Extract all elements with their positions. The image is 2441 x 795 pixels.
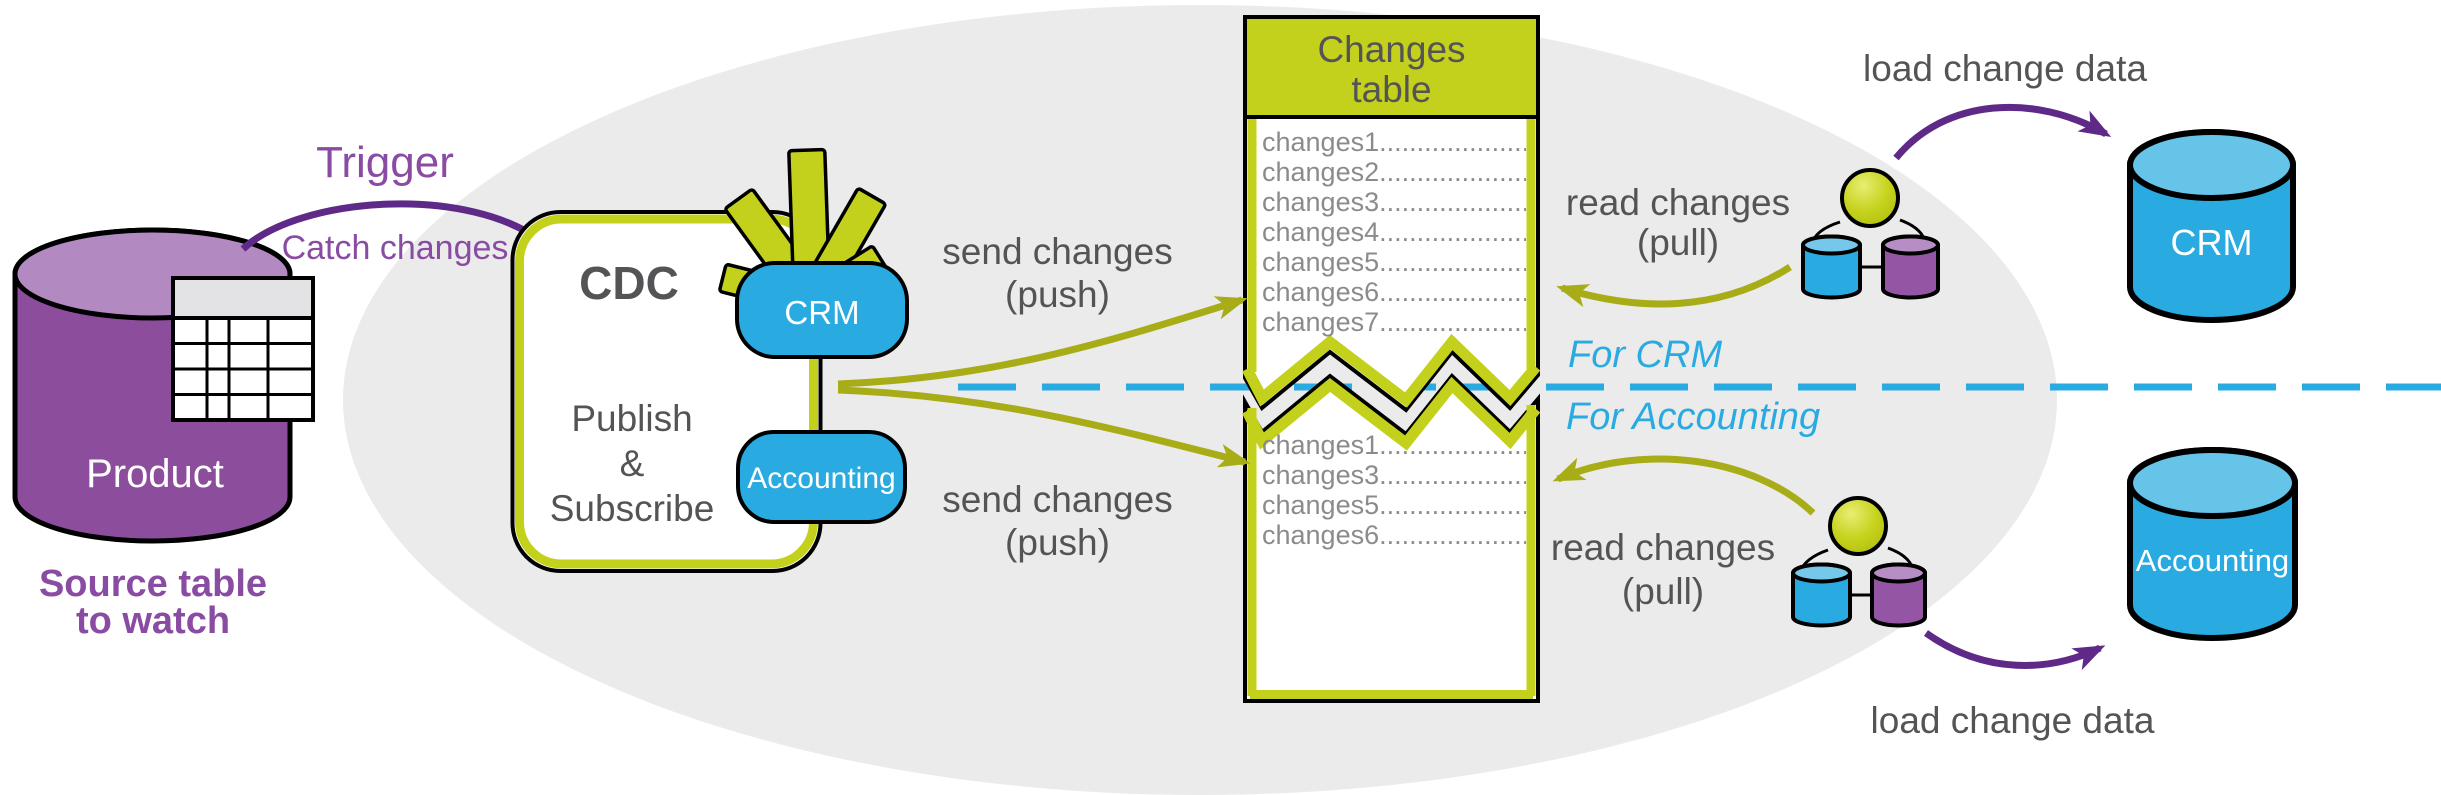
crm-badge-label: CRM bbox=[784, 294, 860, 331]
changes-table-lower-piece bbox=[1242, 373, 1541, 703]
table-row: changes1........................ bbox=[1262, 430, 1526, 460]
load-change-arrow-bottom bbox=[1923, 630, 2106, 671]
pubsub-line1: Publish bbox=[571, 398, 693, 439]
pubsub-nodes-icon-bottom bbox=[1791, 496, 1927, 628]
changes-table-title: Changes table bbox=[1317, 29, 1466, 110]
table-row: changes6........................ bbox=[1262, 277, 1526, 307]
catch-changes-label: Catch changes bbox=[281, 229, 509, 267]
send-changes-arrow-top bbox=[837, 296, 1248, 388]
source-caption-line1: Source table bbox=[38, 563, 268, 605]
table-row: changes5........................ bbox=[1262, 247, 1526, 277]
send-changes-push-top-label: send changes (push) bbox=[942, 231, 1173, 315]
database-cylinder-icon-accounting bbox=[2127, 447, 2298, 641]
send-changes-arrow-bottom bbox=[837, 386, 1251, 468]
source-caption-line2: to watch bbox=[75, 600, 231, 642]
trigger-label: Trigger bbox=[316, 138, 454, 187]
background-ellipse bbox=[343, 5, 2057, 795]
changes-table-top-rows: changes1........................changes2… bbox=[1262, 127, 1526, 337]
crm-database-label: CRM bbox=[2170, 222, 2253, 263]
send-changes-push-bottom-label: send changes (push) bbox=[942, 479, 1173, 563]
read-changes-arrow-bottom bbox=[1552, 455, 1816, 516]
pubsub-nodes-icon-top bbox=[1801, 168, 1940, 300]
load-change-data-bottom-label: load change data bbox=[1870, 700, 2155, 741]
table-row: changes1........................ bbox=[1262, 127, 1526, 157]
table-row: changes3........................ bbox=[1262, 460, 1526, 490]
table-grid-icon bbox=[171, 276, 315, 422]
table-row: changes4........................ bbox=[1262, 217, 1526, 247]
product-db-label: Product bbox=[86, 452, 224, 496]
lane-label-for-accounting: For Accounting bbox=[1566, 396, 1821, 438]
crm-badge bbox=[735, 261, 909, 359]
changes-table-header bbox=[1243, 15, 1540, 119]
load-change-arrow-top bbox=[1893, 103, 2112, 161]
accounting-database-label: Accounting bbox=[2135, 543, 2290, 578]
pubsub-line2: & bbox=[619, 443, 645, 484]
pubsub-line3: Subscribe bbox=[549, 488, 715, 529]
source-table-caption: Source table to watch bbox=[23, 563, 283, 642]
table-row: changes6........................ bbox=[1262, 520, 1526, 550]
changes-table-upper-piece bbox=[1242, 15, 1541, 413]
publish-subscribe-label: Publish & Subscribe bbox=[517, 396, 747, 531]
accounting-badge bbox=[736, 430, 907, 524]
read-changes-pull-top-label: read changes (pull) bbox=[1565, 182, 1791, 263]
lane-label-for-crm: For CRM bbox=[1568, 334, 1723, 376]
load-change-data-top-label: load change data bbox=[1863, 48, 2147, 89]
changes-table-bottom-rows: changes1........................changes3… bbox=[1262, 430, 1526, 550]
read-changes-arrow-top bbox=[1556, 264, 1792, 308]
table-row: changes5........................ bbox=[1262, 490, 1526, 520]
database-cylinder-icon-crm bbox=[2127, 129, 2296, 323]
read-changes-pull-bottom-label: read changes (pull) bbox=[1550, 527, 1776, 612]
table-row: changes2........................ bbox=[1262, 157, 1526, 187]
trigger-arrow bbox=[240, 200, 550, 252]
table-row: changes3........................ bbox=[1262, 187, 1526, 217]
table-row: changes7........................ bbox=[1262, 307, 1526, 337]
cdc-title: CDC bbox=[579, 257, 679, 309]
accounting-badge-label: Accounting bbox=[747, 462, 896, 495]
